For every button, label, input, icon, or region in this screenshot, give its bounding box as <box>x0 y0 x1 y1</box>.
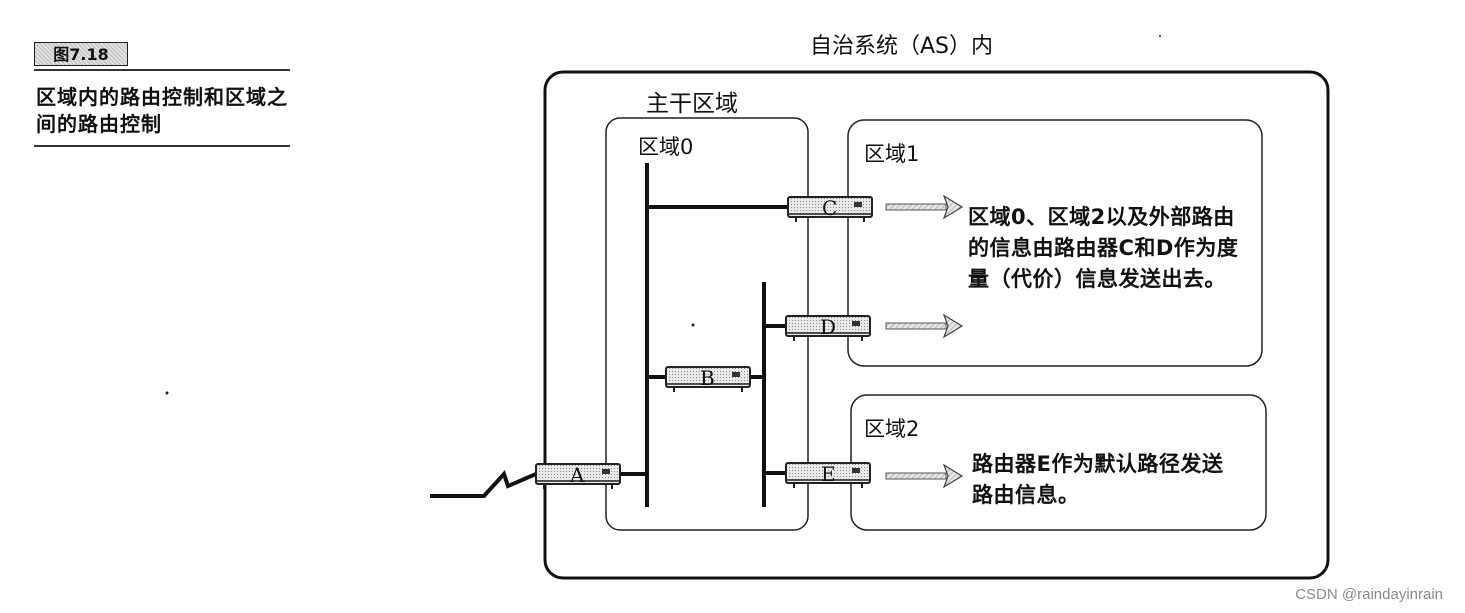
scan-speck <box>691 323 695 327</box>
area2-note: 路由器E作为默认路径发送路由信息。 <box>972 452 1224 507</box>
figure-number: 图7.18 <box>34 42 128 66</box>
router-e: E <box>785 462 871 489</box>
watermark: CSDN @raindayinrain <box>1295 586 1443 603</box>
external-link <box>430 470 537 498</box>
router-d-label: D <box>820 315 836 339</box>
router-c: C <box>787 196 873 223</box>
area1-title: 区域1 <box>864 142 920 166</box>
area0-title: 区域0 <box>638 135 694 159</box>
router-d: D <box>785 315 871 342</box>
scan-speck <box>165 391 169 395</box>
as-title: 自治系统（AS）内 <box>810 34 994 59</box>
as-boundary <box>543 70 1330 580</box>
area1-box <box>847 119 1263 367</box>
router-b-label: B <box>700 366 715 390</box>
area1-note: 区域0、区域2以及外部路由的信息由路由器C和D作为度量（代价）信息发送出去。 <box>968 205 1239 291</box>
backbone-title: 主干区域 <box>646 91 738 117</box>
caption-bottom-rule <box>34 145 290 147</box>
figure-caption: 区域内的路由控制和区域之间的路由控制 <box>36 85 288 136</box>
arrow-from-router-c <box>885 195 963 219</box>
router-b: B <box>665 366 751 393</box>
arrow-from-router-d <box>885 314 963 338</box>
caption-top-rule <box>34 69 290 71</box>
area2-title: 区域2 <box>864 417 920 441</box>
router-a-label: A <box>569 463 585 487</box>
scan-speck <box>1159 35 1161 37</box>
router-c-label: C <box>822 196 837 220</box>
router-a: A <box>535 463 621 490</box>
arrow-from-router-e <box>885 464 963 488</box>
router-e-label: E <box>821 462 836 486</box>
